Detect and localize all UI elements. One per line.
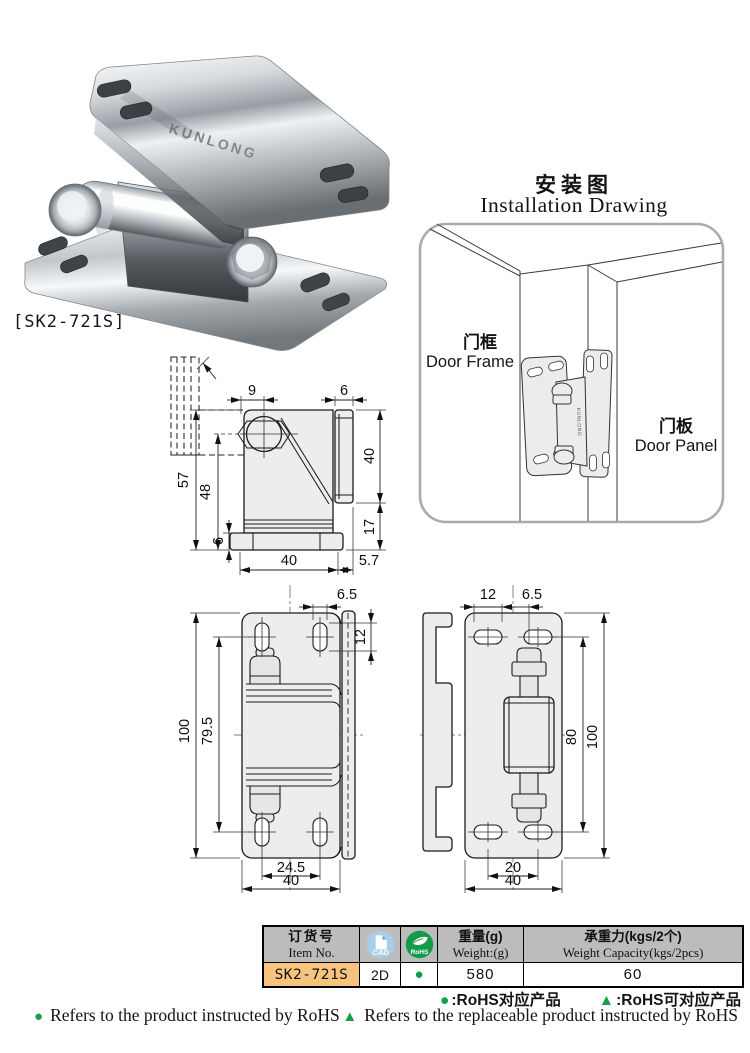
dim-plate-thickness: 6 [340, 383, 348, 399]
dim-pin-offset: 9 [248, 383, 256, 399]
installation-title-en: Installation Drawing [480, 193, 668, 217]
front-left-body [241, 610, 356, 860]
dim-width: 40 [505, 873, 521, 889]
pin-collar [94, 186, 114, 236]
dim-hole-pitch: 20 [505, 860, 521, 876]
dim-slot-width: 6.5 [337, 587, 357, 603]
item-no-value: SK2-721S [264, 963, 360, 986]
reflection-streak [120, 90, 200, 140]
item-no-header: 订货号 Item No. [264, 927, 360, 962]
dim-slot-length: 12 [353, 629, 369, 645]
rohs-footnotes: ●Refers to the product instructed by RoH… [34, 1005, 738, 1026]
svg-text:RoHS: RoHS [410, 949, 428, 956]
footnote-triangle: ▲Refers to the replaceable product instr… [342, 1005, 738, 1025]
dim-width: 40 [283, 873, 299, 889]
rohs-legend: ●:RoHS对应产品 ▲:RoHS可对应产品 [440, 988, 741, 1010]
product-photo: KUNLONG [24, 55, 390, 351]
side-view-body [229, 409, 354, 551]
door-panel-label-en: Door Panel [635, 437, 718, 455]
legend-triangle-item: ▲:RoHS可对应产品 [598, 992, 741, 1009]
base-plate-holes [38, 236, 350, 312]
front-view-right: 12 6.5 80 100 20 40 [420, 585, 610, 893]
rohs-value: ● [401, 963, 438, 986]
capacity-header: 承重力(kgs/2个) Weight Capacity(kgs/2pcs) [562, 928, 704, 960]
rohs-dot-marker: ● [414, 966, 424, 983]
cad-document-icon: CAD [366, 930, 394, 959]
dim-slot-length: 12 [480, 587, 496, 603]
svg-text:CAD: CAD [372, 948, 389, 957]
green-dot-icon: ● [34, 1008, 44, 1025]
side-view-drawing: 9 6 40 17 57 48 6 40 [170, 356, 386, 575]
legend-dot-item: ●:RoHS对应产品 [440, 992, 561, 1009]
cad-value: 2D [360, 963, 401, 986]
nut-dome-highlight [236, 244, 264, 272]
door-frame-label-cn: 门框 [463, 332, 497, 352]
dim-plate-height: 40 [362, 448, 378, 464]
drawing-frame [418, 222, 725, 524]
weight-header: 重量(g) Weight:(g) [438, 927, 524, 962]
installation-title-cn: 安装图 [535, 174, 613, 197]
pin-dome-highlight [57, 191, 87, 221]
green-triangle-icon: ▲ [342, 1008, 358, 1025]
top-plate-front-edge [94, 118, 244, 247]
dim-side-offset: 5.7 [359, 553, 379, 569]
spec-table: 订货号 Item No. CAD RoHS [262, 925, 744, 988]
green-triangle-icon: ▲ [598, 992, 615, 1009]
dim-lower-height: 17 [362, 519, 378, 535]
dim-base-thickness: 6 [211, 537, 227, 545]
weight-value: 580 [438, 963, 524, 986]
dim-pin-height: 48 [198, 484, 214, 500]
front-left-dimensions: 6.5 12 100 79.5 24.5 40 [178, 587, 377, 893]
side-view-dimensions: 9 6 40 17 57 48 6 40 [176, 383, 386, 575]
dim-total-height: 57 [176, 472, 192, 488]
brand-engraving-small: KUNLONG [575, 408, 582, 436]
door-panel-label-cn: 门板 [659, 416, 694, 436]
dim-hole-pitch: 24.5 [277, 860, 305, 876]
top-plate-holes [96, 79, 369, 203]
cad-header: CAD [360, 927, 401, 962]
door-frame-label-en: Door Frame [426, 353, 514, 371]
front-right-body [422, 612, 563, 859]
rohs-leaf-icon: RoHS [405, 930, 433, 959]
rotation-arrow [202, 362, 217, 380]
footnote-dot: ●Refers to the product instructed by RoH… [34, 1005, 340, 1025]
installation-drawing: KUNLONG 门框 Door Frame 门板 Door Panel [418, 222, 725, 524]
product-code-label: [SK2-721S] [13, 312, 126, 332]
spec-table-header: 订货号 Item No. CAD RoHS [264, 927, 742, 962]
dim-hole-span: 79.5 [200, 717, 216, 745]
rohs-header: RoHS [401, 927, 438, 962]
spec-table-row: SK2-721S 2D ● 580 60 [264, 962, 742, 986]
dim-hole-span: 80 [564, 729, 580, 745]
dim-base-width: 40 [281, 553, 297, 569]
green-dot-icon: ● [440, 992, 450, 1009]
dim-height: 100 [585, 725, 601, 749]
dim-height: 100 [178, 719, 193, 743]
capacity-value: 60 [623, 966, 643, 983]
front-view-left: 6.5 12 100 79.5 24.5 40 [178, 585, 377, 893]
front-right-dimensions: 12 6.5 80 100 20 40 [460, 587, 610, 893]
installed-hinge: KUNLONG [520, 349, 613, 478]
dim-pin-offset: 6.5 [522, 587, 542, 603]
